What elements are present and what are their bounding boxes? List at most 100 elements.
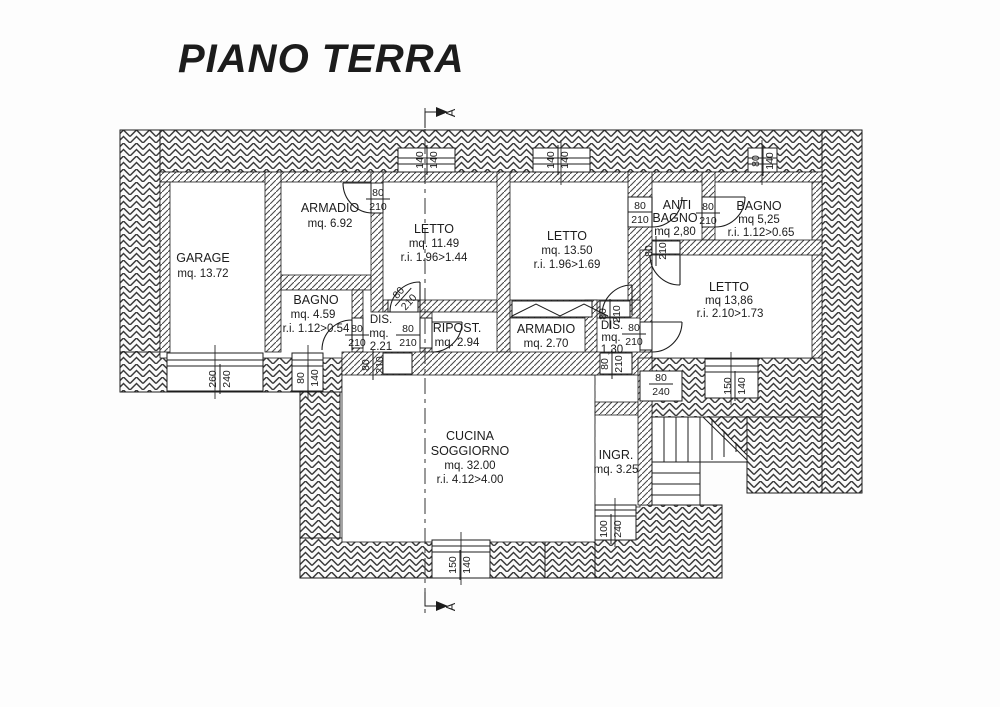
dim-window-letto3: 150 140 — [722, 371, 748, 401]
dim-top: 140 — [414, 151, 426, 169]
room-antibagno: ANTI BAGNO mq 2,80 — [652, 198, 697, 238]
dim-window-letto2: 140 140 — [545, 145, 571, 175]
page-title: PIANO TERRA — [178, 37, 465, 81]
room-garage: GARAGE mq. 13.72 — [176, 251, 230, 280]
section-label-top: A — [444, 108, 458, 117]
dim-bottom: 210 — [631, 214, 649, 226]
room-label2: BAGNO — [652, 211, 697, 225]
room-area: mq 5,25 — [738, 214, 780, 226]
room-ri: r.i. 1.12>0.54 — [283, 323, 350, 335]
dim-bottom: 140 — [428, 151, 440, 169]
dim-bottom: 140 — [309, 369, 321, 387]
folding-partition-symbol — [511, 303, 609, 317]
room-label: BAGNO — [736, 199, 781, 213]
dim-bottom: 210 — [611, 305, 623, 323]
dim-window-bagno2: 80 140 — [750, 146, 776, 176]
dim-top: 80 — [351, 323, 363, 335]
room-area: mq. 13.50 — [541, 245, 592, 257]
dim-top: 80 — [599, 358, 611, 370]
wall-linings — [159, 171, 823, 359]
room-area: mq. — [601, 332, 620, 344]
dim-door-bagno2: 80 210 — [696, 201, 720, 227]
dim-top: 80 — [402, 323, 414, 335]
room-area: mq 2,80 — [654, 226, 696, 238]
dim-top: 80 — [702, 201, 714, 213]
dim-bottom: 210 — [625, 336, 643, 348]
dim-door-ingresso: 100 240 — [598, 514, 624, 544]
room-area: mq. 13.72 — [177, 268, 228, 280]
dim-door-antibagno-letto3: 80 210 — [643, 236, 669, 266]
room-ingresso: INGR. mq. 3.25 — [594, 448, 639, 476]
room-armadio-2: ARMADIO mq. 2.70 — [517, 322, 576, 350]
room-letto-1: LETTO mq. 11.49 r.i. 1.96>1.44 — [401, 222, 468, 264]
room-armadio-1: ARMADIO mq. 6.92 — [301, 201, 360, 230]
dim-window-bagno1: 80 140 — [295, 363, 321, 393]
dim-bottom: 140 — [764, 152, 776, 170]
room-letto-3: LETTO mq 13,86 r.i. 2.10>1.73 — [697, 280, 764, 320]
room-label: DIS. — [601, 320, 623, 332]
section-marker-bottom: A — [424, 592, 458, 611]
dim-top: 260 — [207, 370, 219, 388]
dim-bottom: 210 — [657, 242, 669, 260]
dim-top: 80 — [634, 200, 646, 212]
dim-top: 80 — [360, 359, 372, 371]
room-area: mq. 4.59 — [291, 309, 336, 321]
room-area2: 2.21 — [370, 341, 392, 353]
dim-bottom: 240 — [612, 520, 624, 538]
room-label: LETTO — [709, 280, 749, 294]
dim-window-cucina: 150 140 — [447, 550, 473, 580]
room-ripost: RIPOST. mq. 2.94 — [433, 321, 482, 349]
room-area: mq. 6.92 — [308, 218, 353, 230]
room-label: RIPOST. — [433, 321, 482, 335]
interior-walls — [264, 171, 823, 506]
dim-top: 80 — [295, 372, 307, 384]
room-area: mq. 32.00 — [444, 460, 495, 472]
dim-top: 100 — [598, 520, 610, 538]
room-label2: SOGGIORNO — [431, 444, 510, 458]
dim-door-dis2-top: 80 210 — [597, 299, 623, 329]
dim-bottom: 240 — [652, 386, 670, 398]
room-ri: r.i. 1.96>1.44 — [401, 252, 468, 264]
room-label: ARMADIO — [301, 201, 360, 215]
dim-door-cucina: 80 210 — [360, 350, 386, 380]
dim-door-scala: 80 240 — [649, 372, 673, 398]
section-line: A A — [424, 107, 458, 618]
section-marker-top: A — [424, 107, 458, 128]
dim-bottom: 210 — [699, 215, 717, 227]
room-area: mq. — [369, 328, 388, 340]
room-label: BAGNO — [293, 293, 338, 307]
dim-door-letto3: 80 210 — [622, 322, 646, 348]
dim-bottom: 140 — [559, 151, 571, 169]
dim-bottom: 240 — [221, 370, 233, 388]
dim-door-ripost: 80 210 — [396, 323, 420, 349]
dim-top: 80 — [628, 322, 640, 334]
dim-door-armadio1: 80 210 — [366, 187, 390, 213]
room-label: CUCINA — [446, 429, 495, 443]
room-ri: r.i. 4.12>4.00 — [437, 474, 504, 486]
room-label: ARMADIO — [517, 322, 576, 336]
dim-top: 80 — [643, 245, 655, 257]
room-cucina: CUCINA SOGGIORNO mq. 32.00 r.i. 4.12>4.0… — [431, 429, 510, 486]
room-label: LETTO — [414, 222, 454, 236]
dim-bottom: 210 — [613, 355, 625, 373]
dim-top: 80 — [750, 155, 762, 167]
dim-bottom: 210 — [348, 337, 366, 349]
dim-top: 80 — [597, 308, 609, 320]
room-area: mq. 2.70 — [524, 338, 569, 350]
room-label: GARAGE — [176, 251, 230, 265]
staircase — [651, 416, 748, 506]
room-bagno-1: BAGNO mq. 4.59 r.i. 1.12>0.54 — [283, 293, 350, 335]
room-label: ANTI — [663, 198, 691, 212]
room-letto-2: LETTO mq. 13.50 r.i. 1.96>1.69 — [534, 229, 601, 271]
room-label: DIS. — [370, 314, 392, 326]
dim-door-bagno1: 80 210 — [345, 323, 369, 349]
dim-bottom: 210 — [369, 201, 387, 213]
room-area: mq. 2.94 — [435, 337, 480, 349]
opening-center-lines — [214, 140, 763, 585]
dim-bottom: 210 — [374, 356, 386, 374]
dim-top: 150 — [447, 556, 459, 574]
dim-top: 80 — [372, 187, 384, 199]
dim-door-antibagno: 80 210 — [628, 200, 652, 226]
